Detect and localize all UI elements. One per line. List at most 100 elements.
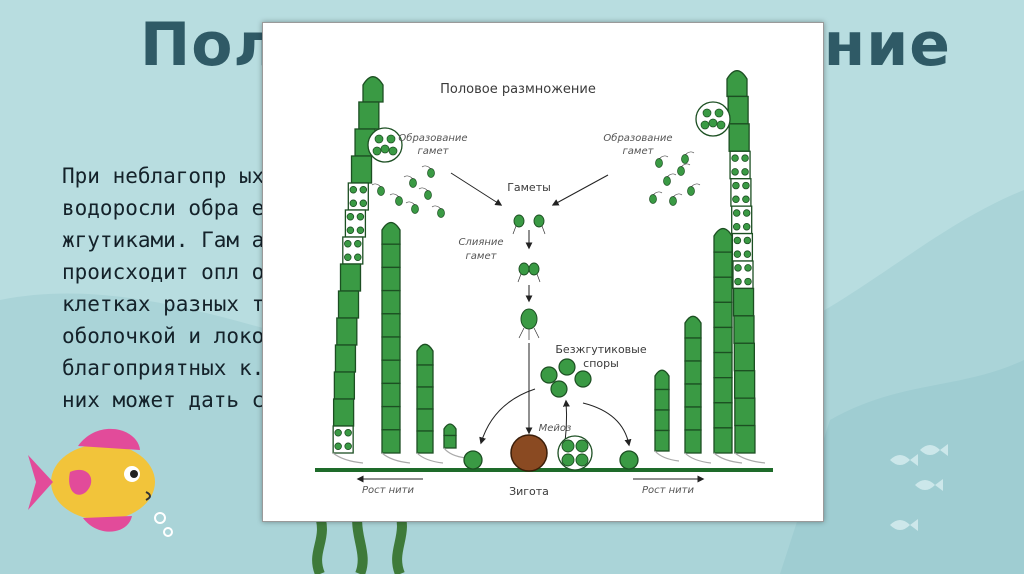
- filament-cell: [655, 410, 669, 431]
- planozygote: [521, 309, 537, 329]
- filament-cell: [444, 424, 456, 436]
- filament-cell: [735, 426, 755, 453]
- gamete-cell: [742, 155, 749, 162]
- filament-cell: [714, 277, 732, 302]
- flagellate-gamete: [664, 177, 671, 186]
- gamete-cell: [345, 429, 352, 436]
- flagellate-gamete: [656, 159, 663, 168]
- aplanospore: [575, 371, 591, 387]
- filament: [417, 344, 443, 463]
- fish-silhouettes: [880, 440, 960, 540]
- gamete-cell: [743, 223, 750, 230]
- gamete-cell: [732, 169, 739, 176]
- filament-cell: [382, 267, 400, 290]
- flagellum: [518, 274, 540, 282]
- filament-cell: [382, 407, 400, 430]
- filament-cell: [335, 345, 355, 372]
- filament: [382, 223, 410, 464]
- filament-cell: [685, 316, 701, 338]
- settled-spore: [620, 451, 638, 469]
- filament-cell: [359, 102, 379, 129]
- flagellate-gamete: [378, 187, 385, 196]
- flagellate-gamete: [396, 197, 403, 206]
- gamete-cell: [733, 210, 740, 217]
- gamete-cell: [743, 196, 750, 203]
- flagellate-gamete: [438, 209, 445, 218]
- filament-cell: [685, 338, 701, 361]
- filament-cell: [382, 244, 400, 267]
- tetrad-cell: [576, 440, 588, 452]
- tetrad-cell: [576, 454, 588, 466]
- gamete-cell: [344, 254, 351, 261]
- filament-stalk: [685, 453, 711, 463]
- gamete-cell: [381, 145, 389, 153]
- filament-cell: [655, 431, 669, 452]
- gamete-cell: [735, 265, 742, 272]
- filament: [727, 71, 765, 463]
- fish-illustration: [28, 420, 178, 550]
- gamete-cell: [387, 135, 395, 143]
- filament-cell: [714, 353, 732, 378]
- filament-cell: [334, 399, 354, 426]
- filament-cell: [734, 343, 754, 370]
- filament-cell: [382, 314, 400, 337]
- filament-cell: [729, 124, 749, 151]
- gamete-cell: [715, 109, 723, 117]
- filament-cell: [337, 318, 357, 345]
- gamete-cell: [373, 147, 381, 155]
- gamete-cell: [744, 251, 751, 258]
- tetrad-cell: [562, 454, 574, 466]
- gamete-cell: [734, 251, 741, 258]
- gamete-cell: [732, 155, 739, 162]
- filament: [685, 316, 711, 463]
- filament-cell: [382, 337, 400, 360]
- aplanospore: [551, 381, 567, 397]
- arrow-gametes-left: [451, 173, 501, 205]
- gamete-cell: [347, 227, 354, 234]
- filament-cell: [714, 327, 732, 352]
- gamete: [529, 263, 539, 275]
- gamete-cell: [357, 213, 364, 220]
- arrow-spore-right: [583, 403, 629, 445]
- gamete-cell: [345, 443, 352, 450]
- filament-cell: [714, 378, 732, 403]
- flagellate-gamete: [670, 197, 677, 206]
- gamete-cell: [742, 169, 749, 176]
- filament-cell: [685, 384, 701, 407]
- gamete-cell: [745, 278, 752, 285]
- aplanospore: [541, 367, 557, 383]
- filament-cell: [363, 77, 383, 102]
- flagellate-gamete: [412, 205, 419, 214]
- filament: [655, 370, 679, 461]
- gamete-cell: [350, 200, 357, 207]
- gamete: [514, 215, 524, 227]
- filament-cell: [382, 360, 400, 383]
- label-gamete-formation-left: Образование: [398, 132, 467, 144]
- arrow-gametes-right: [553, 175, 608, 205]
- label-gamete-formation-left-2: гамет: [418, 146, 450, 157]
- tetrad-wall: [558, 436, 592, 470]
- flagellate-gamete: [688, 187, 695, 196]
- filament-cell: [685, 407, 701, 430]
- filament-cell: [417, 431, 433, 453]
- gamete-cell: [733, 196, 740, 203]
- label-gametes: Гаметы: [507, 181, 551, 194]
- filament-cell: [382, 223, 400, 245]
- flagellate-gamete: [425, 191, 432, 200]
- label-zygote: Зигота: [509, 485, 549, 498]
- filament-cell: [382, 383, 400, 406]
- gamete-cell: [344, 240, 351, 247]
- filament-cell: [417, 409, 433, 431]
- flagellum: [519, 328, 539, 340]
- filament-cell: [444, 436, 456, 449]
- filament-cell: [714, 252, 732, 277]
- gamete-cell: [735, 278, 742, 285]
- gamete-cell: [389, 147, 397, 155]
- diagram-title: Половое размножение: [440, 82, 596, 97]
- filament-stalk: [333, 453, 363, 463]
- flagellate-gamete: [682, 155, 689, 164]
- filament-cell: [417, 365, 433, 387]
- filament-cell: [655, 390, 669, 411]
- gamete-cell: [744, 237, 751, 244]
- filament-cell: [352, 156, 372, 183]
